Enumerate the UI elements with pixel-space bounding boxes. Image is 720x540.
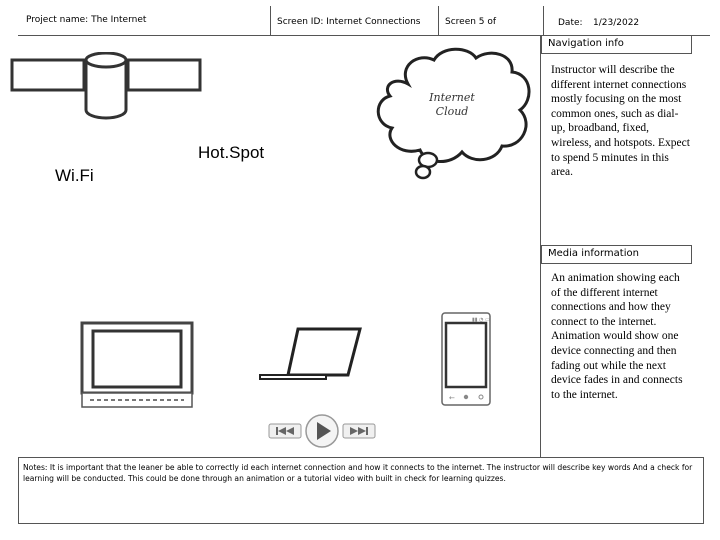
- cloud-label-line1: Internet: [429, 91, 475, 104]
- hotspot-label: Hot.Spot: [198, 143, 265, 162]
- header-divider: [438, 6, 439, 36]
- header-bottom-rule: [18, 35, 710, 36]
- rewind-icon[interactable]: [268, 423, 302, 439]
- media-info-header: Media information: [541, 245, 692, 264]
- thought-cloud-icon: [376, 47, 531, 180]
- svg-text:▮▮ ◔ ▭: ▮▮ ◔ ▭: [472, 317, 490, 323]
- screen-number: Screen 5 of: [445, 17, 497, 27]
- navigation-info-header: Navigation info: [541, 35, 692, 54]
- svg-text:←: ←: [449, 394, 455, 402]
- date-label: Date:: [558, 18, 583, 28]
- fast-forward-icon[interactable]: [342, 423, 376, 439]
- header-divider: [270, 6, 271, 36]
- smartphone-icon: ▮▮ ◔ ▭ ←: [441, 312, 491, 406]
- navigation-info-text: Instructor will describe the different i…: [551, 64, 690, 179]
- media-info-text: An animation showing each of the differe…: [551, 272, 683, 401]
- satellite-icon: [10, 52, 202, 120]
- monitor-icon: [80, 321, 194, 408]
- right-column-divider: [540, 35, 541, 458]
- wifi-label: Wi.Fi: [55, 166, 94, 185]
- screen-id: Screen ID: Internet Connections: [277, 17, 421, 27]
- project-name: Project name: The Internet: [26, 15, 147, 25]
- laptop-icon: [259, 327, 362, 380]
- play-icon[interactable]: [304, 413, 340, 449]
- header-divider: [543, 6, 544, 36]
- notes-box: Notes: It is important that the leaner b…: [18, 457, 704, 524]
- cloud-label-line2: Cloud: [435, 105, 469, 118]
- date-value: 1/23/2022: [593, 18, 640, 28]
- notes-text: Notes: It is important that the leaner b…: [23, 463, 693, 483]
